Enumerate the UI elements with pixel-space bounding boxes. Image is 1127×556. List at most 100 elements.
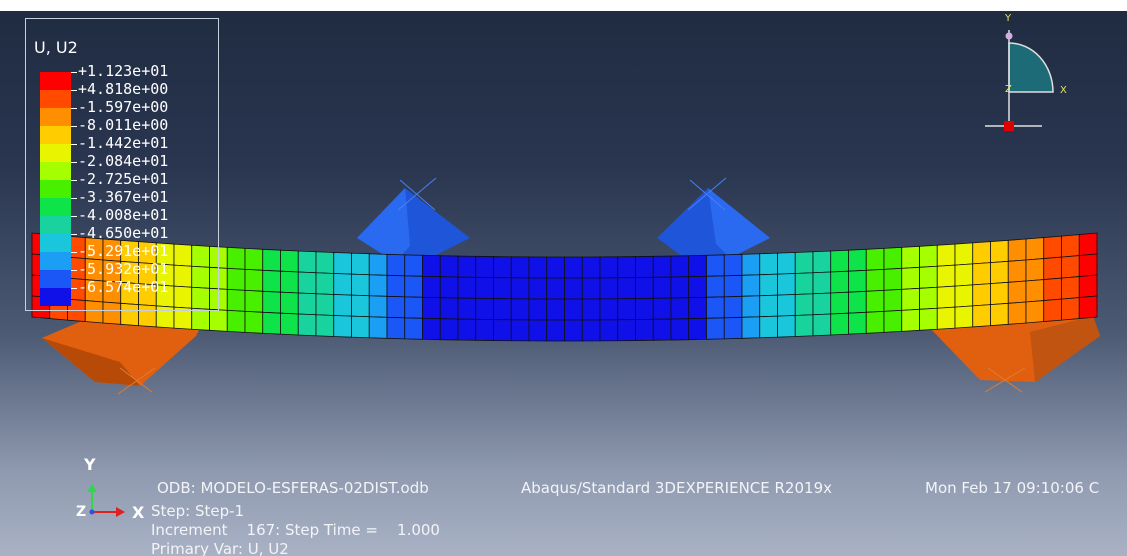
mesh-element bbox=[528, 298, 548, 321]
mesh-element bbox=[546, 256, 565, 279]
mesh-element bbox=[368, 253, 388, 276]
mesh-element bbox=[475, 276, 494, 299]
mesh-element bbox=[564, 277, 583, 300]
mesh-element bbox=[1078, 232, 1098, 257]
mesh-element bbox=[741, 316, 761, 339]
legend-tick bbox=[71, 270, 77, 271]
mesh-element bbox=[386, 274, 406, 298]
mesh-element bbox=[883, 309, 903, 333]
mesh-element bbox=[404, 317, 423, 340]
mesh-element bbox=[1043, 277, 1062, 301]
legend-label: -2.725e+01 bbox=[78, 170, 169, 188]
mesh-element bbox=[954, 305, 974, 329]
mesh-element bbox=[422, 254, 441, 278]
mesh-element bbox=[865, 268, 885, 292]
legend-swatch bbox=[40, 126, 71, 144]
legend-box bbox=[25, 18, 219, 311]
legend-tick bbox=[71, 90, 77, 91]
mesh-element bbox=[652, 318, 672, 341]
mesh-element bbox=[777, 252, 796, 275]
legend-swatch bbox=[40, 288, 71, 306]
legend-swatch bbox=[40, 108, 71, 126]
mesh-element bbox=[936, 285, 956, 309]
mesh-element bbox=[1061, 297, 1080, 321]
mesh-element bbox=[972, 283, 991, 307]
legend-tick bbox=[71, 216, 77, 217]
mesh-element bbox=[990, 281, 1009, 306]
legend-swatch bbox=[40, 198, 71, 216]
mesh-element bbox=[333, 273, 352, 296]
mesh-element bbox=[1007, 280, 1027, 304]
mesh-element bbox=[510, 277, 530, 300]
mesh-element bbox=[1043, 235, 1062, 259]
mesh-element bbox=[972, 241, 991, 265]
legend-label: -2.084e+01 bbox=[78, 152, 169, 170]
mesh-element bbox=[404, 254, 423, 277]
solver-version: Abaqus/Standard 3DEXPERIENCE R2019x bbox=[521, 479, 832, 497]
mesh-element bbox=[599, 277, 619, 300]
mesh-element bbox=[688, 317, 707, 341]
mesh-element bbox=[706, 296, 725, 319]
mesh-element bbox=[191, 307, 210, 331]
mesh-element bbox=[404, 296, 423, 319]
legend-label: -5.932e+01 bbox=[78, 260, 169, 278]
support-left bbox=[42, 314, 206, 395]
mesh-element bbox=[439, 318, 459, 341]
mesh-element bbox=[475, 255, 494, 278]
mesh-element bbox=[688, 296, 707, 320]
mesh-element bbox=[315, 293, 335, 316]
mesh-element bbox=[457, 318, 477, 341]
legend-label: -3.367e+01 bbox=[78, 188, 169, 206]
mesh-element bbox=[883, 288, 903, 312]
legend-label: -4.008e+01 bbox=[78, 206, 169, 224]
mesh-element bbox=[244, 247, 264, 271]
mesh-element bbox=[510, 298, 530, 321]
mesh-element bbox=[848, 248, 867, 272]
mesh-element bbox=[422, 317, 441, 341]
datetime: Mon Feb 17 09:10:06 C bbox=[925, 479, 1100, 497]
mesh-element bbox=[652, 297, 672, 320]
mesh-element bbox=[1025, 279, 1045, 303]
triad-x-label: X bbox=[1060, 85, 1067, 96]
axis-x-label: X bbox=[132, 503, 145, 522]
mesh-element bbox=[386, 295, 406, 319]
legend-label: -5.291e+01 bbox=[78, 242, 169, 260]
deformed-beam-mesh[interactable] bbox=[31, 232, 1098, 342]
mesh-element bbox=[848, 290, 867, 314]
mesh-element bbox=[830, 270, 849, 294]
mesh-element bbox=[830, 249, 849, 273]
mesh-element bbox=[351, 252, 370, 276]
legend-tick bbox=[71, 180, 77, 181]
mesh-element bbox=[759, 315, 778, 339]
legend-title: U, U2 bbox=[34, 38, 78, 57]
mesh-element bbox=[351, 315, 370, 339]
legend-tick bbox=[71, 126, 77, 127]
mesh-element bbox=[706, 317, 725, 340]
mesh-element bbox=[635, 276, 654, 299]
mesh-element bbox=[777, 294, 796, 317]
mesh-element bbox=[546, 319, 565, 342]
mesh-element bbox=[865, 310, 885, 334]
mesh-element bbox=[546, 298, 565, 321]
mesh-element bbox=[1025, 258, 1045, 282]
mesh-element bbox=[901, 308, 920, 332]
mesh-element bbox=[297, 292, 317, 316]
legend-label: -8.011e+00 bbox=[78, 116, 169, 134]
mesh-element bbox=[617, 319, 636, 342]
bottom-axis-triad bbox=[87, 484, 125, 517]
mesh-element bbox=[972, 262, 991, 286]
mesh-element bbox=[244, 289, 264, 313]
mesh-element bbox=[599, 298, 619, 321]
mesh-element bbox=[635, 318, 654, 341]
legend-label: +1.123e+01 bbox=[78, 62, 169, 80]
primary-variable: Primary Var: U, U2 bbox=[151, 540, 289, 556]
legend-label: -1.597e+00 bbox=[78, 98, 169, 116]
mesh-element bbox=[759, 252, 778, 276]
mesh-element bbox=[794, 293, 814, 316]
legend-swatch bbox=[40, 216, 71, 234]
mesh-element bbox=[422, 275, 441, 299]
mesh-element bbox=[510, 256, 530, 279]
mesh-element bbox=[812, 292, 832, 316]
